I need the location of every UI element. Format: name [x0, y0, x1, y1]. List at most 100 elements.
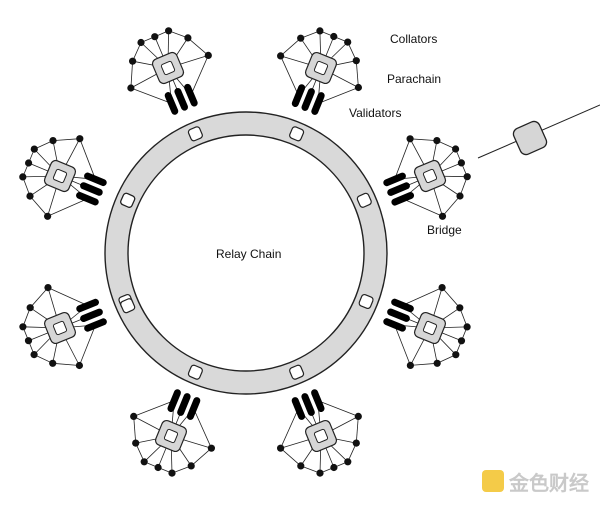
validator-bar [291, 84, 306, 107]
parachain-core [52, 168, 68, 184]
collator-node [438, 284, 446, 292]
collator-node [277, 52, 285, 60]
collator-node [154, 463, 162, 472]
validator-link [79, 138, 96, 180]
validator-bar [186, 397, 201, 420]
parachain-group [277, 389, 362, 477]
validators-label: Validators [349, 106, 401, 120]
relay-slot [187, 126, 203, 142]
watermark-logo-icon [482, 470, 504, 492]
validator-bar [174, 87, 189, 111]
collator-node [207, 444, 215, 452]
relay-slot [289, 364, 305, 380]
relay-slot [358, 293, 374, 310]
parachain-core [160, 60, 176, 76]
relay-slot [187, 364, 203, 380]
collator-node [24, 337, 33, 345]
validator-link [190, 55, 209, 96]
collator-node [277, 444, 285, 452]
collator-node [127, 84, 135, 92]
validator-link [280, 55, 299, 96]
collator-node [30, 145, 38, 153]
validator-bar [301, 88, 315, 111]
watermark: 金色财经 [482, 470, 589, 495]
collator-node [76, 135, 84, 143]
collator-node [129, 57, 137, 65]
parachain-group [19, 284, 107, 370]
collator-node [19, 323, 27, 331]
collator-node [44, 212, 52, 220]
validator-link [394, 324, 411, 366]
relay-chain-ring [104, 111, 388, 395]
parachain-group [383, 284, 471, 369]
collator-node [19, 173, 27, 181]
collator-node [406, 135, 414, 143]
collator-node [49, 137, 57, 145]
collator-node [75, 361, 83, 370]
collator-outline [29, 195, 48, 217]
watermark-text: 金色财经 [508, 471, 589, 495]
collator-outline [280, 447, 302, 467]
collator-node [316, 469, 324, 477]
collator-outline [130, 61, 133, 89]
collator-node [344, 38, 352, 46]
collator-outline [187, 37, 209, 56]
collator-outline [280, 37, 301, 57]
validator-bar [387, 308, 410, 322]
bridge-label: Bridge [427, 223, 462, 237]
relay-slot [120, 298, 136, 314]
collator-node [204, 51, 212, 60]
parachain-group [277, 27, 362, 115]
relay-chain-label: Relay Chain [216, 247, 281, 261]
collator-outline [355, 60, 359, 88]
bridge [477, 104, 600, 159]
collator-outline [410, 138, 437, 141]
collator-node [452, 351, 460, 359]
validator-bar [84, 172, 107, 187]
validator-bar [80, 182, 103, 196]
collators-label: Collators [390, 32, 437, 46]
validator-bar [301, 393, 315, 416]
validator-link [79, 324, 96, 366]
collator-node [457, 337, 466, 345]
collator-node [168, 469, 176, 477]
collator-node [44, 284, 52, 292]
parachain-group [127, 27, 212, 115]
validator-link [47, 198, 88, 217]
validator-link [130, 87, 172, 104]
collator-node [330, 463, 338, 472]
relay-slots [118, 126, 374, 380]
collator-node [187, 462, 195, 470]
collator-node [49, 359, 57, 367]
validator-bar [311, 92, 325, 115]
collator-node [456, 192, 464, 200]
collator-outline [52, 138, 80, 141]
collator-node [165, 27, 173, 35]
collator-node [130, 412, 138, 420]
collator-node [354, 412, 362, 420]
collator-node [354, 83, 362, 92]
collator-node [137, 38, 145, 47]
collator-node [151, 33, 159, 41]
validator-link [317, 87, 359, 104]
validator-bar [291, 397, 306, 420]
collator-outline [190, 447, 212, 467]
validator-bar [167, 389, 181, 412]
relay-slot [289, 126, 305, 142]
parachain-core [163, 428, 179, 444]
collator-outline [29, 287, 49, 308]
collator-node [30, 351, 38, 359]
parachain-core [422, 168, 438, 184]
collator-outline [52, 362, 80, 366]
collator-node [457, 159, 465, 167]
validator-link [402, 198, 443, 217]
parachain-core [313, 428, 329, 444]
validator-link [47, 287, 88, 306]
validator-link [133, 400, 175, 417]
validator-bar [391, 298, 414, 313]
validator-link [402, 287, 443, 306]
validator-bar [311, 389, 325, 412]
collator-node [26, 192, 34, 200]
collator-node [25, 159, 33, 167]
parachains [19, 27, 471, 477]
